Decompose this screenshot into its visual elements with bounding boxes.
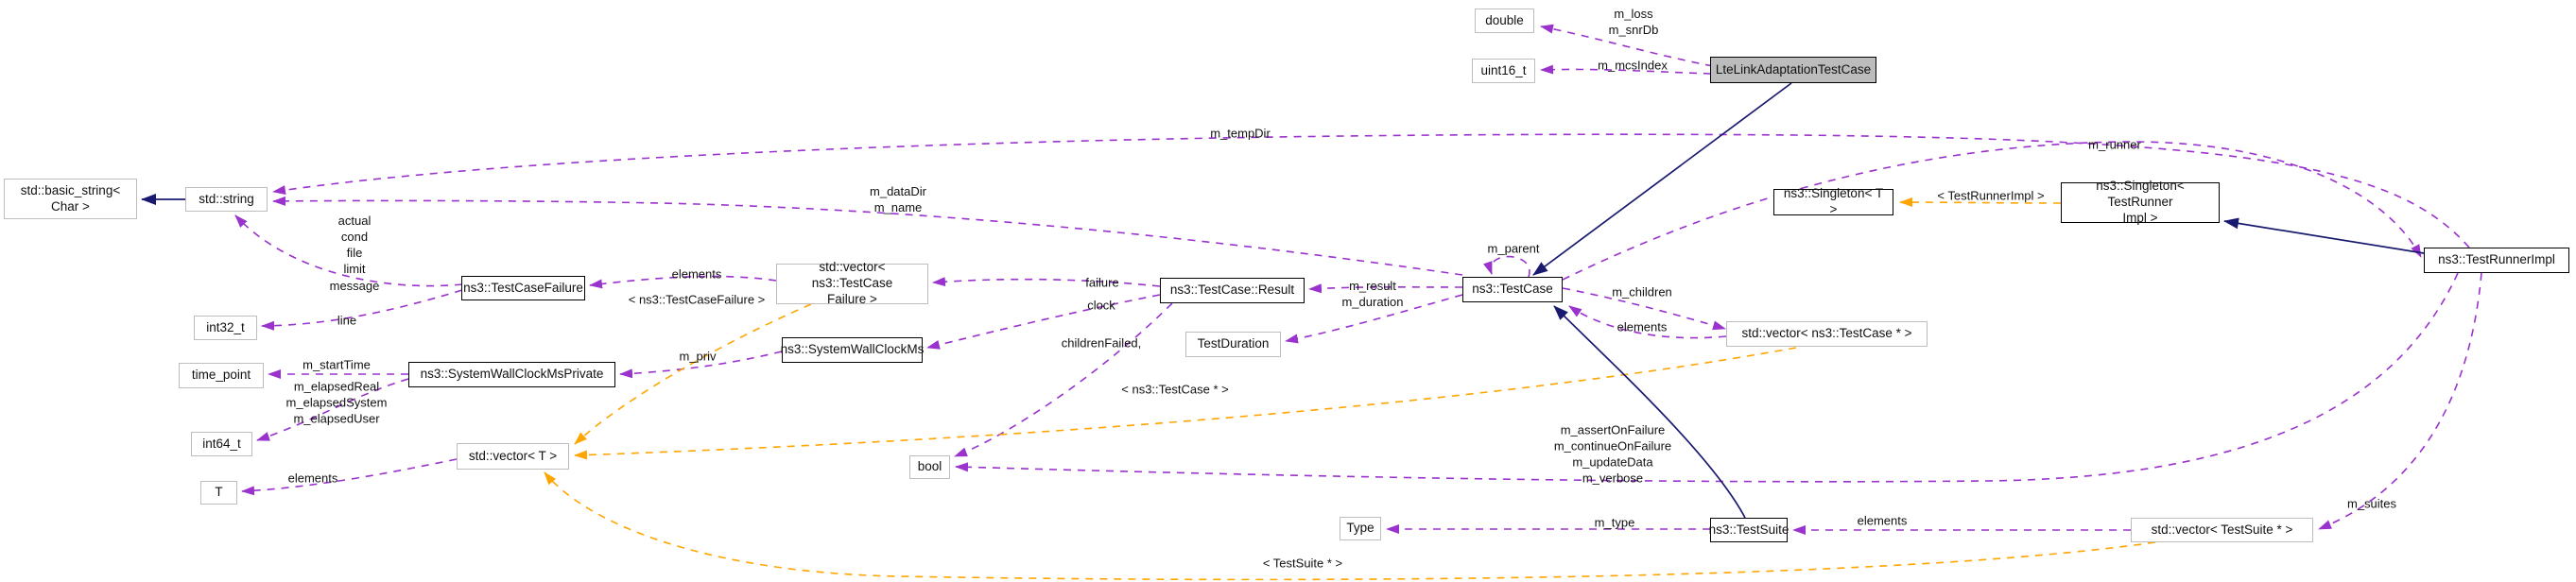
edge-elements-failure bbox=[589, 275, 777, 289]
edge-m-suites bbox=[2318, 272, 2482, 530]
node-lte-link-adaptation-test-case: LteLinkAdaptationTestCase bbox=[1710, 57, 1876, 83]
edge-m-loss bbox=[1540, 24, 1714, 67]
node-singleton-t[interactable]: ns3::Singleton< T > bbox=[1773, 186, 1893, 216]
node-t: T bbox=[200, 481, 237, 505]
edge-tmpl-testcasefailure bbox=[574, 303, 812, 445]
label-tmpl-test-case-failure: < ns3::TestCaseFailure > bbox=[628, 292, 766, 307]
edge-elements-children bbox=[1568, 305, 1727, 339]
label-m-tempdir: m_tempDir bbox=[1210, 126, 1271, 141]
edge-childrenfailed bbox=[954, 302, 1173, 457]
edge-elements-t bbox=[241, 458, 458, 496]
edge-tmpl-testrunnerimpl bbox=[1899, 197, 2062, 208]
label-line: line bbox=[337, 313, 357, 328]
node-std-string: std::string bbox=[185, 187, 268, 212]
node-bool: bool bbox=[909, 455, 950, 479]
node-int32-t: int32_t bbox=[194, 316, 257, 340]
label-elapsed-fields: m_elapsedReal m_elapsedSystem m_elapsedU… bbox=[285, 379, 388, 426]
label-m-starttime: m_startTime bbox=[303, 357, 371, 372]
label-m-datadir-name: m_dataDir m_name bbox=[870, 183, 926, 214]
label-m-children: m_children bbox=[1612, 284, 1672, 300]
label-failure-fields: actual cond file limit message bbox=[329, 214, 380, 293]
node-int64-t: int64_t bbox=[191, 432, 252, 456]
node-system-wall-clock-ms-private[interactable]: ns3::SystemWallClockMsPrivate bbox=[408, 362, 615, 387]
edge-inherit-runner-singleton bbox=[2223, 217, 2425, 254]
label-m-suites: m_suites bbox=[2346, 496, 2397, 511]
label-elements-children: elements bbox=[1616, 319, 1668, 334]
node-time-point: time_point bbox=[179, 363, 264, 388]
edge-elapsed bbox=[256, 378, 409, 441]
node-system-wall-clock-ms[interactable]: ns3::SystemWallClockMs bbox=[781, 337, 924, 363]
edge-inherit-suite-testcase bbox=[1553, 305, 1746, 519]
label-runner-bool-fields: m_assertOnFailure m_continueOnFailure m_… bbox=[1553, 422, 1672, 487]
label-m-priv: m_priv bbox=[679, 349, 717, 364]
node-test-case-failure[interactable]: ns3::TestCaseFailure bbox=[461, 276, 585, 300]
edge-m-duration bbox=[1285, 294, 1463, 344]
edge-m-datadir bbox=[272, 196, 1463, 276]
label-tmpl-test-runner-impl: < TestRunnerImpl > bbox=[1937, 188, 2045, 203]
edge-m-tempdir bbox=[272, 133, 2470, 248]
label-m-result-duration: m_result m_duration bbox=[1341, 278, 1404, 309]
edge-runner-bools bbox=[955, 272, 2459, 483]
label-m-loss-snrdb: m_loss m_snrDb bbox=[1608, 6, 1659, 37]
label-m-parent: m_parent bbox=[1487, 241, 1540, 256]
node-test-duration: TestDuration bbox=[1185, 332, 1281, 357]
edge-m-parent-loop bbox=[1483, 255, 1530, 278]
label-m-runner: m_runner bbox=[2088, 137, 2141, 152]
node-type: Type bbox=[1340, 517, 1381, 540]
label-m-type: m_type bbox=[1594, 515, 1635, 530]
label-elements-t: elements bbox=[287, 471, 338, 486]
node-singleton-test-runner-impl[interactable]: ns3::Singleton< TestRunner Impl > bbox=[2061, 179, 2220, 225]
edge-m-priv bbox=[619, 351, 783, 379]
edge-m-mcsindex bbox=[1540, 64, 1712, 75]
edge-failure bbox=[932, 277, 1161, 287]
edge-tmpl-testcaseptr bbox=[574, 347, 1797, 460]
label-clock: clock bbox=[1087, 298, 1115, 313]
edge-inherit-lte-testcase bbox=[1532, 82, 1792, 276]
node-std-vector-test-suite-ptr: std::vector< TestSuite * > bbox=[2131, 518, 2313, 542]
node-test-runner-impl[interactable]: ns3::TestRunnerImpl bbox=[2424, 248, 2569, 273]
edge-m-runner bbox=[1562, 141, 2422, 281]
edge-clock bbox=[926, 294, 1161, 350]
edge-m-children bbox=[1562, 287, 1726, 331]
node-test-case[interactable]: ns3::TestCase bbox=[1462, 277, 1563, 302]
node-test-case-result[interactable]: ns3::TestCase::Result bbox=[1160, 278, 1305, 303]
node-std-vector-t: std::vector< T > bbox=[457, 443, 569, 470]
label-childrenfailed: childrenFailed, bbox=[1061, 335, 1142, 351]
label-tmpl-test-case-ptr: < ns3::TestCase * > bbox=[1121, 382, 1229, 397]
node-std-vector-test-case-ptr: std::vector< ns3::TestCase * > bbox=[1726, 321, 1928, 347]
label-failure: failure bbox=[1085, 275, 1119, 290]
node-test-suite[interactable]: ns3::TestSuite bbox=[1709, 518, 1789, 542]
node-std-basic-string: std::basic_string< Char > bbox=[4, 179, 137, 219]
edge-failure-strings bbox=[234, 214, 463, 287]
edge-line bbox=[261, 289, 463, 331]
label-elements-suites: elements bbox=[1857, 513, 1908, 528]
label-m-mcsindex: m_mcsIndex bbox=[1598, 58, 1668, 73]
node-uint16-t: uint16_t bbox=[1472, 59, 1535, 83]
edge-m-result bbox=[1308, 283, 1463, 294]
node-std-vector-test-case-failure: std::vector< ns3::TestCase Failure > bbox=[776, 260, 928, 306]
label-tmpl-test-suite-ptr: < TestSuite * > bbox=[1262, 556, 1343, 571]
label-elements-failure: elements bbox=[671, 266, 722, 282]
node-double: double bbox=[1475, 9, 1534, 33]
